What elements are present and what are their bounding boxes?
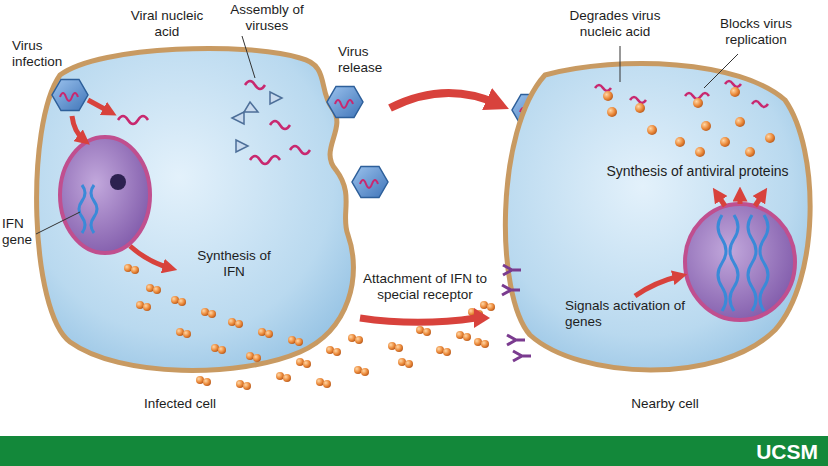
callout-label: Virus infection [12,38,84,69]
cell-label: Synthesis of antiviral proteins [585,163,810,179]
cell-label: Assembly of viruses [225,2,309,33]
cell-caption: Nearby cell [625,396,705,412]
logo-text: UCSM [720,440,818,464]
cell-label: Signals activation of genes [565,298,687,329]
callout-label: IFN gene [2,216,36,247]
cell-node: Infected cell Viral nucleic acid Assembly … [30,0,360,436]
cell-label: Synthesis of IFN [192,248,276,279]
cell-label: Degrades virus nucleic acid [550,8,680,39]
signal-arrow [360,308,490,328]
arrow-head [474,308,490,328]
edge-label: Attachment of IFN to special receptor [355,271,495,302]
arrow-shaft [360,318,476,323]
cell-label: Viral nucleic acid [125,8,209,39]
cell-label: Blocks virus replication [710,16,802,47]
callout-label: Virus release [338,44,400,75]
cell-caption: Infected cell [140,396,220,412]
cell-node: Nearby cell Degrades virus nucleic acid Bl… [490,0,820,436]
